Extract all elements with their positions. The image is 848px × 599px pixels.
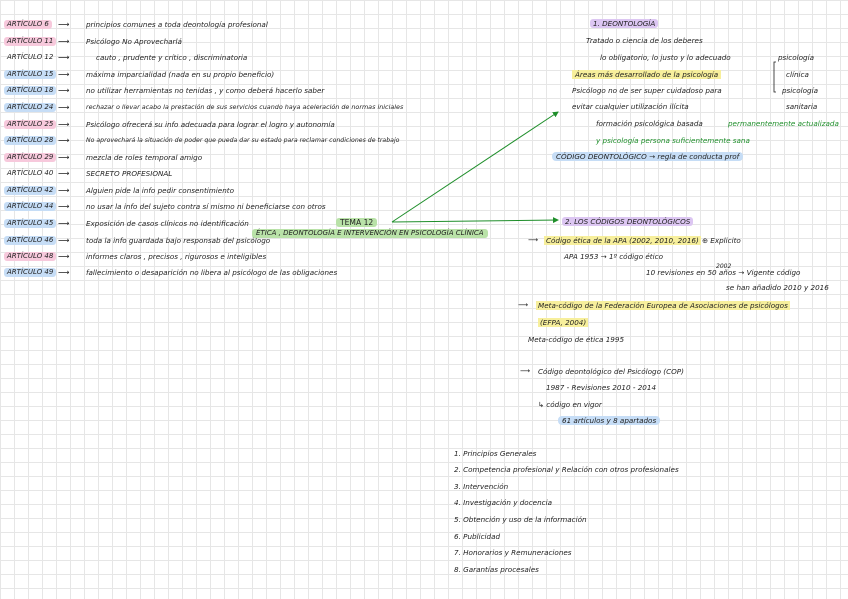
article-text: Exposición de casos clínicos no identifi… — [86, 219, 249, 228]
text-line: permanentemente actualizada — [728, 119, 839, 128]
text-line: formación psicológica basada — [596, 119, 703, 128]
article-text: rechazar o llevar acabo la prestación de… — [86, 103, 404, 111]
list-item: 1. Principios Generales — [454, 449, 537, 458]
list-item: 4. Investigación y docencia — [454, 498, 552, 507]
bracket-psicologia — [773, 61, 776, 93]
text-line: 1987 - Revisiones 2010 - 2014 — [546, 383, 657, 392]
article-label: ARTÍCULO 45 — [4, 219, 57, 228]
branch-label: sanitaria — [786, 102, 818, 111]
arrow-icon: ⟶ — [58, 86, 70, 95]
article-text: no utilizar herramientas no tenidas , y … — [86, 86, 325, 95]
article-text: toda la info guardada bajo responsab del… — [86, 236, 271, 245]
article-label: ARTÍCULO 18 — [4, 86, 57, 95]
list-item: 6. Publicidad — [454, 532, 501, 541]
article-text: principios comunes a toda deontología pr… — [86, 20, 268, 29]
arrow-icon: ⟶ — [58, 252, 70, 261]
arrow-icon: ⟶ — [58, 236, 70, 245]
article-text: cauto , prudente y crítico , discriminat… — [96, 53, 248, 62]
article-label: ARTÍCULO 42 — [4, 186, 57, 195]
article-text: informes claros , precisos , rigurosos e… — [86, 252, 267, 261]
article-label: ARTÍCULO 28 — [4, 136, 57, 145]
arrow-icon: ⟶ — [58, 153, 70, 162]
arrow-icon: ⟶ — [58, 169, 70, 178]
article-text: no usar la info del sujeto contra sí mis… — [86, 202, 326, 211]
arrow-icon: ⟶ — [528, 236, 539, 244]
article-label: ARTÍCULO 49 — [4, 268, 57, 277]
tema-label: TEMA 12 — [336, 218, 378, 227]
text-line: ⊕ Explicito — [702, 236, 741, 245]
text-line: Código ética de la APA (2002, 2010, 2016… — [544, 236, 701, 245]
article-label: ARTÍCULO 46 — [4, 236, 57, 245]
list-item: 2. Competencia profesional y Relación co… — [454, 465, 679, 474]
article-label: ARTÍCULO 12 — [7, 53, 54, 61]
arrow-icon: ⟶ — [520, 367, 531, 375]
text-line: Meta-código de ética 1995 — [528, 335, 625, 344]
article-label: ARTÍCULO 29 — [4, 153, 57, 162]
article-label: ARTÍCULO 24 — [4, 103, 57, 112]
branch-label: clínica — [786, 70, 809, 79]
text-line: y psicología persona suficientemente san… — [596, 136, 750, 145]
branch-label: psicología — [778, 53, 815, 62]
arrow-icon: ⟶ — [58, 202, 70, 211]
article-text: fallecimiento o desaparición no libera a… — [86, 268, 338, 277]
list-item: 3. Intervención — [454, 482, 509, 491]
arrow-icon: ⟶ — [58, 103, 70, 112]
text-line: Meta-código de la Federación Europea de … — [536, 301, 790, 310]
text-line: 10 revisiones en 50 años → Vigente códig… — [646, 268, 801, 277]
arrow-icon: ⟶ — [58, 53, 70, 62]
text-line: evitar cualquier utilización ilícita — [572, 102, 689, 111]
arrow-icon: ⟶ — [58, 20, 70, 29]
arrow-to-deontologia — [391, 111, 559, 223]
list-item: 5. Obtención y uso de la información — [454, 515, 587, 524]
text-line: 61 artículos y 8 apartados — [558, 416, 661, 425]
article-text: Psicólogo No Aprovecharlá — [86, 37, 182, 46]
arrow-icon: ⟶ — [58, 70, 70, 79]
text-line: Tratado o ciencia de los deberes — [586, 36, 703, 45]
article-text: mezcla de roles temporal amigo — [86, 153, 203, 162]
list-item: 7. Honorarios y Remuneraciones — [454, 548, 572, 557]
article-label: ARTÍCULO 40 — [7, 169, 54, 177]
arrow-icon: ⟶ — [58, 136, 70, 145]
text-line: Áreas más desarrollado de la psicología — [572, 70, 722, 79]
article-label: ARTÍCULO 11 — [4, 37, 57, 46]
article-label: ARTÍCULO 48 — [4, 252, 57, 261]
section-heading: 2. LOS CÓDIGOS DEONTOLÓGICOS — [562, 217, 694, 226]
arrow-to-codigos — [391, 217, 559, 224]
text-line: APA 1953 → 1º código ético — [564, 252, 663, 261]
text-line: Código deontológico del Psicólogo (COP) — [538, 367, 684, 376]
article-label: ARTÍCULO 44 — [4, 202, 57, 211]
text-line: Psicólogo no de ser super cuidadoso para — [572, 86, 722, 95]
text-line: (EFPA, 2004) — [538, 318, 589, 327]
article-text: No aprovechará la situación de poder que… — [86, 137, 400, 144]
arrow-icon: ⟶ — [58, 268, 70, 277]
article-label: ARTÍCULO 15 — [4, 70, 57, 79]
article-text: Alguien pide la info pedir consentimient… — [86, 186, 234, 195]
article-text: máxima imparcialidad (nada en su propio … — [86, 70, 275, 79]
arrow-icon: ⟶ — [518, 301, 529, 309]
article-label: ARTÍCULO 25 — [4, 120, 57, 129]
text-line: lo obligatorio, lo justo y lo adecuado — [600, 53, 731, 62]
main-title: ÉTICA , DEONTOLOGÍA E INTERVENCIÓN EN PS… — [252, 229, 488, 238]
text-line: ↳ código en vigor — [538, 400, 602, 409]
article-text: Psicólogo ofrecerá su info adecuada para… — [86, 120, 335, 129]
text-line: 2002 — [716, 263, 732, 270]
text-line: se han añadido 2010 y 2016 — [726, 283, 829, 292]
article-text: SECRETO PROFESIONAL — [86, 169, 173, 178]
branch-label: psicología — [782, 86, 819, 95]
arrow-icon: ⟶ — [58, 37, 70, 46]
list-item: 8. Garantías procesales — [454, 565, 539, 574]
section-heading: 1. DEONTOLOGÍA — [590, 19, 659, 28]
arrow-icon: ⟶ — [58, 186, 70, 195]
text-line: CÓDIGO DEONTOLÓGICO → regla de conducta … — [552, 152, 744, 161]
arrow-icon: ⟶ — [58, 219, 70, 228]
arrow-icon: ⟶ — [58, 120, 70, 129]
article-label: ARTÍCULO 6 — [4, 20, 52, 29]
